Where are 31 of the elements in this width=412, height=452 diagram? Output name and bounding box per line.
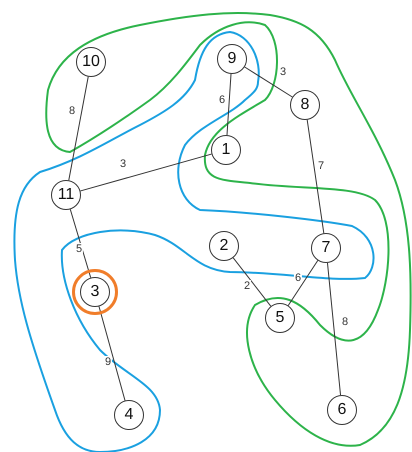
edge-weight-label: 3 [278,66,288,78]
node-circle: 11 [51,180,81,210]
edge-line [80,154,212,192]
edge-weight-label: 3 [118,158,128,170]
node-circle: 4 [114,400,144,430]
edge-line [98,306,126,402]
node-circle: 8 [290,90,320,120]
edge-line [226,73,232,136]
node-circle: 3 [80,277,110,307]
edge-line [70,208,92,278]
edge-weight-label: 2 [242,280,252,292]
node-circle: 7 [311,233,341,263]
edge-weight-label: 7 [316,160,326,172]
node-circle: 5 [265,303,295,333]
node-circle: 6 [327,395,357,425]
edge-line [232,257,272,307]
edge-weight-label: 8 [68,105,76,117]
edge-weight-label: 9 [104,356,112,368]
edge-weight-label: 5 [74,243,84,255]
edge-line [68,76,89,181]
edge-line [244,66,293,98]
edge-weight-label: 6 [294,272,302,284]
node-circle: 9 [217,44,247,74]
edge-line [326,262,342,396]
edge-weight-label: 8 [340,316,350,328]
edge-line [288,260,318,306]
node-circle: 10 [76,47,106,77]
edge-weight-label: 6 [218,94,226,106]
node-circle: 1 [211,135,241,165]
edge-line [306,119,324,234]
node-circle: 2 [209,231,239,261]
